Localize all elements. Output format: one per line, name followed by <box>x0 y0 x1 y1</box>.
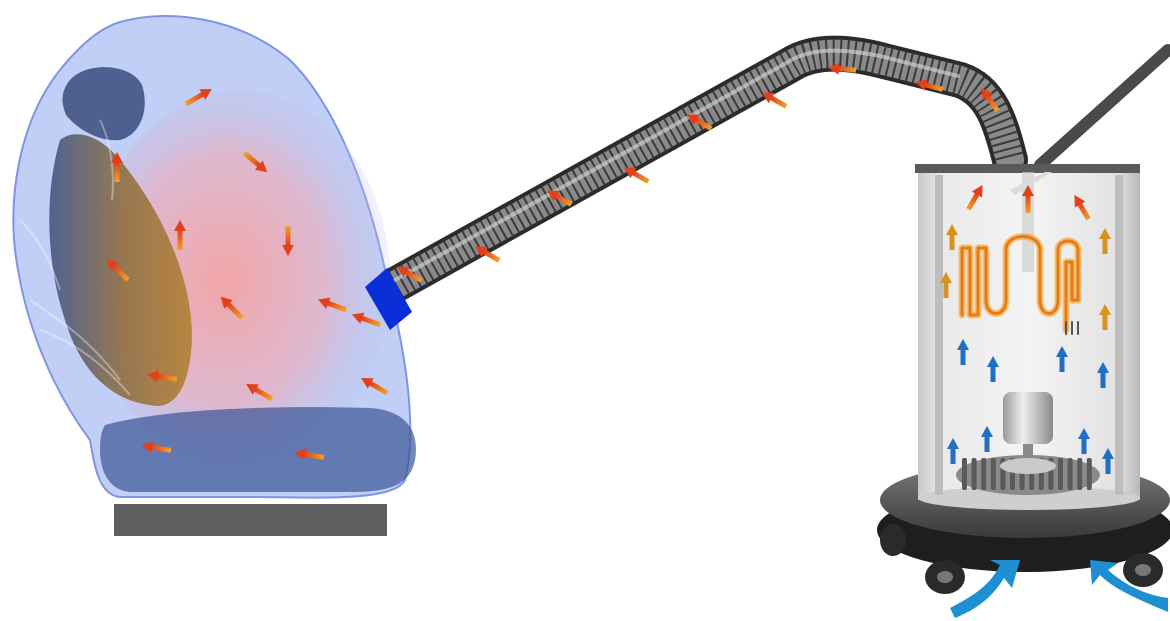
hot-air-arrows-seat <box>106 89 389 461</box>
impeller-blade <box>990 458 996 490</box>
seat-cover <box>12 15 416 499</box>
warm-air-arrow <box>940 272 952 298</box>
hose-connector <box>365 268 412 330</box>
hot-air-arrow <box>147 370 178 383</box>
hot-air-arrow <box>915 79 944 92</box>
hot-air-arrow <box>141 441 172 454</box>
hot-air-arrow <box>828 62 857 75</box>
intake-arrow-left <box>950 560 1020 618</box>
impeller-blade <box>1077 458 1083 490</box>
hot-air-arrow <box>351 312 382 328</box>
hot-air-arrow <box>475 246 501 263</box>
hot-air-arrow <box>397 266 423 283</box>
cool-air-arrow <box>1097 362 1109 388</box>
heating-coil <box>958 233 1082 335</box>
hot-air-arrow <box>624 167 650 184</box>
intake-arrow-right <box>1090 560 1168 612</box>
flexible-hose <box>377 35 1028 303</box>
hot-air-arrow <box>317 297 348 313</box>
impeller-blade <box>1067 458 1073 490</box>
fan-impeller <box>956 455 1100 495</box>
hot-air-arrow <box>762 92 788 109</box>
warm-air-arrow <box>1099 228 1111 254</box>
cool-air-arrow <box>947 438 959 464</box>
cool-air-arrow <box>1078 428 1090 454</box>
hot-air-arrow <box>106 258 130 282</box>
fan-motor <box>1003 392 1053 462</box>
impeller-blade <box>1086 458 1092 490</box>
hot-air-arrow <box>981 87 1000 113</box>
hot-air-arrow <box>174 220 186 250</box>
hot-air-arrow <box>1074 195 1091 221</box>
hot-air-arrow <box>547 190 573 207</box>
heater-unit <box>877 164 1170 572</box>
hot-air-arrow <box>220 296 244 320</box>
base-platform <box>114 504 387 536</box>
cool-air-arrow <box>1056 346 1068 372</box>
hot-air-arrow <box>184 89 212 107</box>
impeller-blade <box>962 458 967 490</box>
cool-air-arrow <box>1102 448 1114 474</box>
impeller-blade <box>1058 458 1063 490</box>
hot-air-arrow <box>1022 185 1034 213</box>
hot-air-arrow <box>282 226 294 256</box>
cool-air-arrow <box>981 426 993 452</box>
intake-arrows <box>950 560 1168 618</box>
warm-air-arrow <box>1099 304 1111 330</box>
hot-air-arrow <box>687 114 713 131</box>
handle <box>1034 44 1170 171</box>
hot-air-arrow <box>242 151 268 173</box>
seat-cushion <box>100 407 416 492</box>
hot-air-arrow <box>294 448 325 461</box>
hot-air-arrow <box>361 378 389 396</box>
hot-air-arrow <box>966 185 983 211</box>
caster-wheels <box>880 524 1163 594</box>
hot-air-arrows-hose <box>397 62 1000 283</box>
impeller-blade <box>971 458 977 490</box>
hot-air-arrow <box>246 384 274 402</box>
cool-air-arrow <box>987 356 999 382</box>
airflow-arrows-heater <box>940 185 1114 474</box>
headrest <box>62 67 145 141</box>
cool-air-arrow <box>957 339 969 365</box>
warm-air-arrow <box>946 224 958 250</box>
impeller-blade <box>981 458 987 490</box>
wheel <box>880 524 906 556</box>
hot-air-arrow <box>111 152 123 182</box>
